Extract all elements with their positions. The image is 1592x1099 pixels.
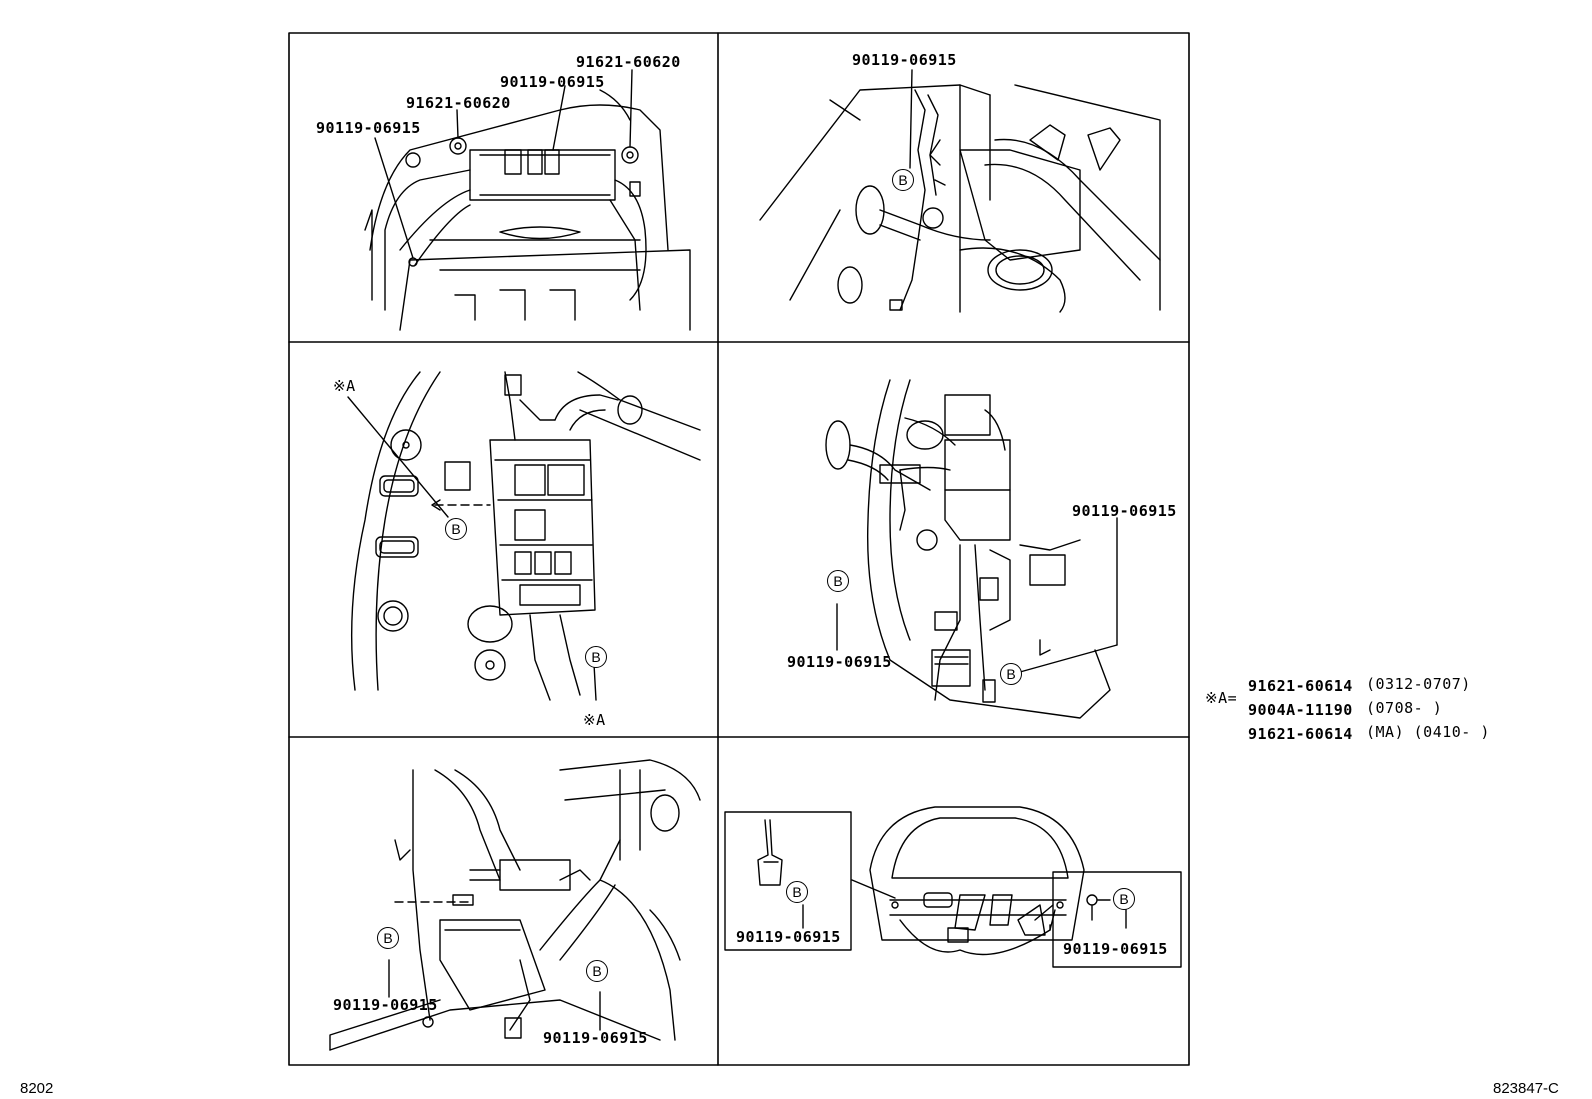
panel-5-drawing xyxy=(329,759,701,1051)
footer-page-number: 8202 xyxy=(20,1080,54,1097)
legend-note-2: (0708- ) xyxy=(1366,699,1443,717)
panel-grid xyxy=(288,32,1190,1066)
part-label-p6-right: 90119-06915 xyxy=(1063,940,1168,958)
legend-note-1: (0312-0707) xyxy=(1366,675,1471,693)
part-label-p1-second: 90119-06915 xyxy=(500,73,605,91)
ref-a-label-bottom: ※A xyxy=(583,711,606,729)
legend-prefix: ※A= xyxy=(1205,689,1238,707)
callout-b-p4-right: B xyxy=(1000,663,1022,685)
footer-drawing-code: 823847-C xyxy=(1493,1080,1559,1097)
part-label-p1-fourth: 90119-06915 xyxy=(316,119,421,137)
callout-b-p2: B xyxy=(892,169,914,191)
callout-b-p6-right: B xyxy=(1113,888,1135,910)
part-label-p6-left: 90119-06915 xyxy=(736,928,841,946)
callout-b-p6-left: B xyxy=(786,881,808,903)
legend-part-2: 9004A-11190 xyxy=(1248,701,1353,719)
part-label-p5-left: 90119-06915 xyxy=(333,996,438,1014)
callout-b-p3-right: B xyxy=(585,646,607,668)
part-label-p2: 90119-06915 xyxy=(852,51,957,69)
callout-b-p5-left: B xyxy=(377,927,399,949)
part-label-p4-left: 90119-06915 xyxy=(787,653,892,671)
callout-b-p3-left: B xyxy=(445,518,467,540)
panel-1-drawing xyxy=(364,69,691,331)
panel-2-drawing xyxy=(759,69,1161,313)
callout-b-p5-right: B xyxy=(586,960,608,982)
part-label-p5-right: 90119-06915 xyxy=(543,1029,648,1047)
callout-b-p4-left: B xyxy=(827,570,849,592)
panel-6-drawing xyxy=(724,806,1182,968)
ref-a-label-top: ※A xyxy=(333,377,356,395)
part-label-p4-right: 90119-06915 xyxy=(1072,502,1177,520)
part-label-p1-top: 91621-60620 xyxy=(576,53,681,71)
panel-3-drawing xyxy=(347,371,701,701)
legend-part-3: 91621-60614 xyxy=(1248,725,1353,743)
panel-4-drawing xyxy=(825,379,1118,719)
legend-note-3: (MA) (0410- ) xyxy=(1366,723,1490,741)
legend-part-1: 91621-60614 xyxy=(1248,677,1353,695)
part-label-p1-third: 91621-60620 xyxy=(406,94,511,112)
